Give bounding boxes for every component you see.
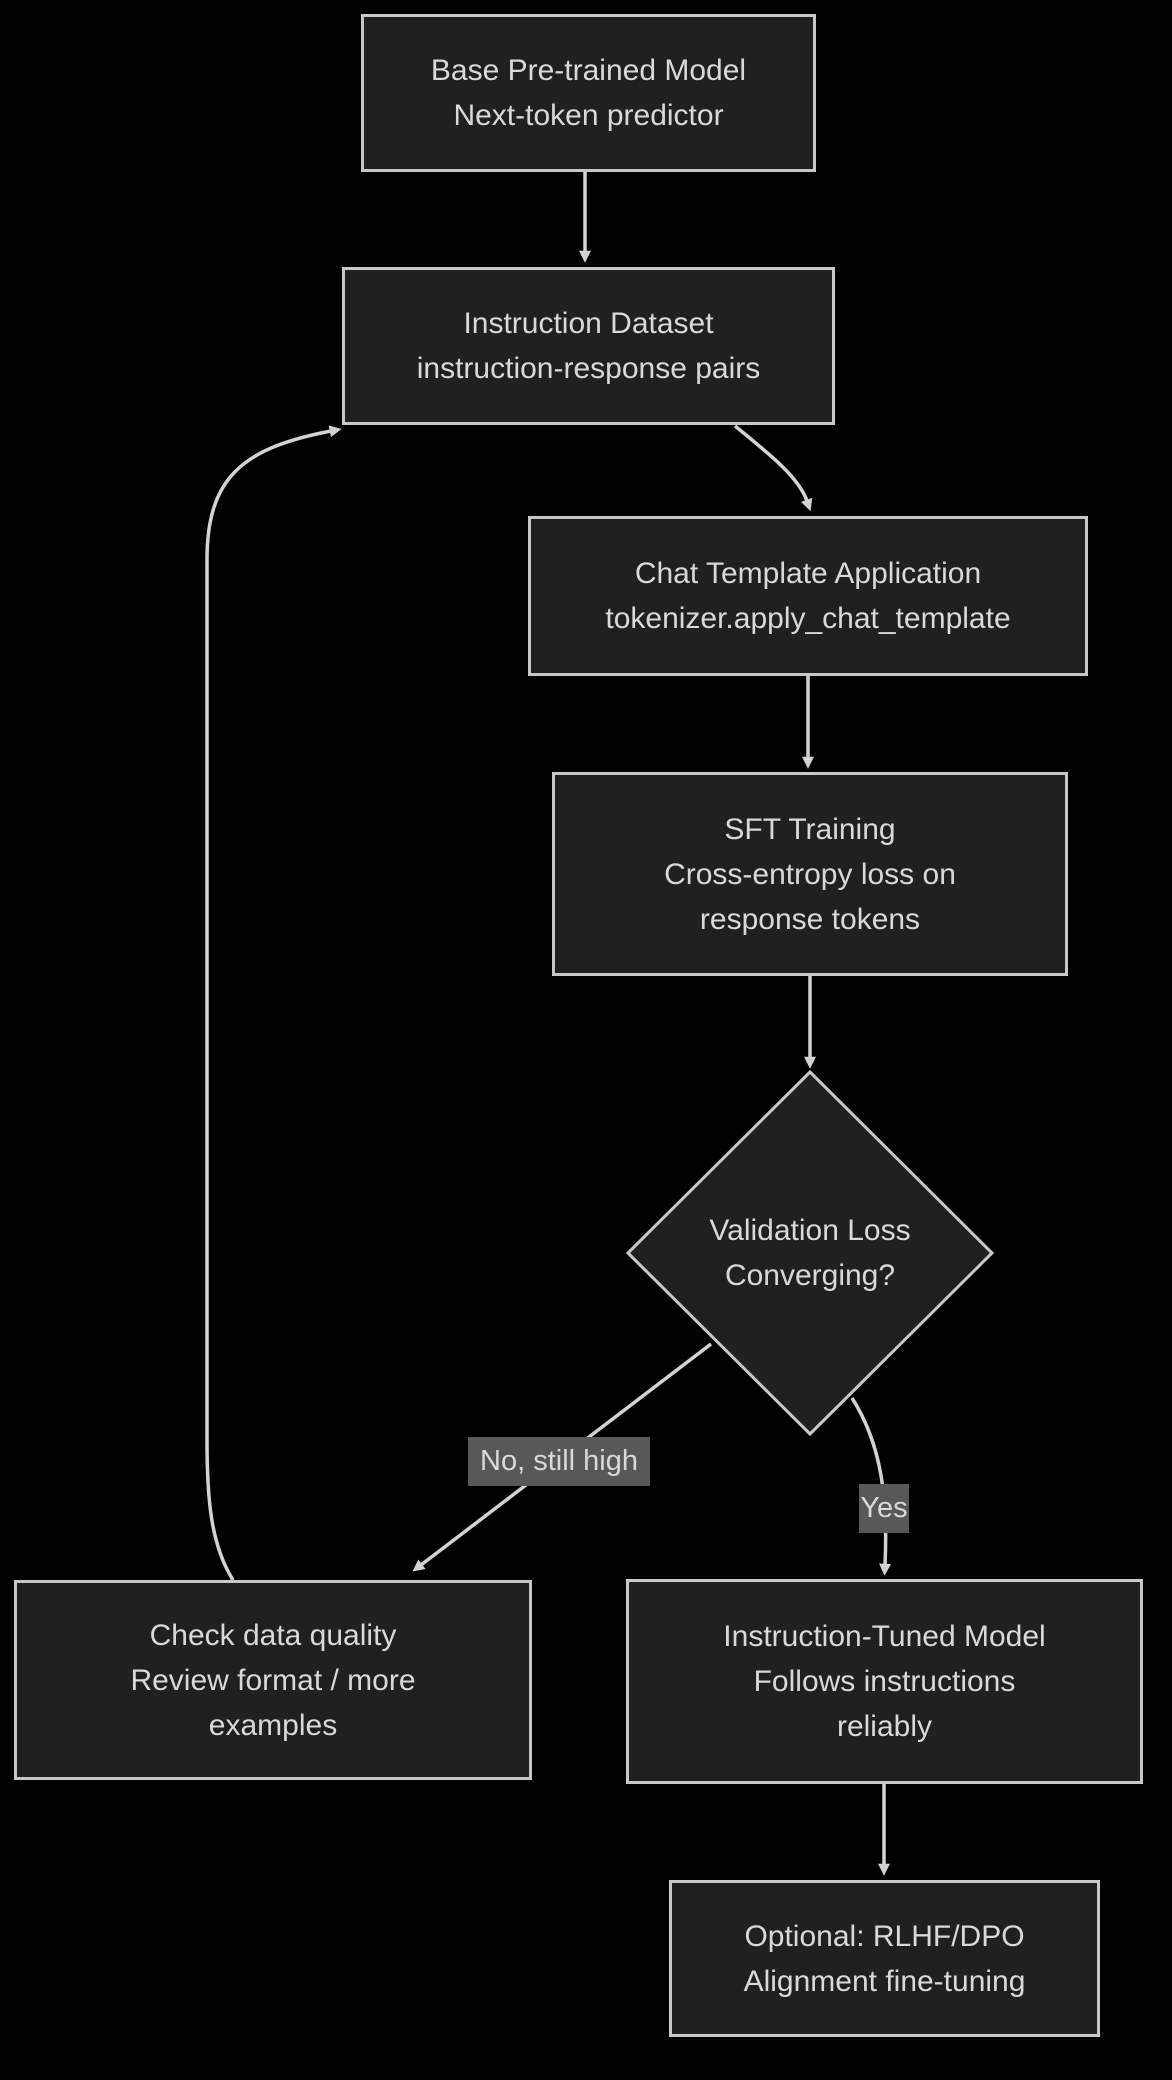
node-optional-rlhf-dpo: Optional: RLHF/DPO Alignment fine-tuning xyxy=(669,1880,1100,2037)
node-instruction-dataset: Instruction Dataset instruction-response… xyxy=(342,267,835,425)
node-line: Chat Template Application xyxy=(634,557,982,590)
node-line: Optional: RLHF/DPO xyxy=(744,1919,1025,1953)
node-line: Check data quality xyxy=(149,1618,397,1652)
node-line: Review format / more xyxy=(130,1663,416,1697)
node-instruction-tuned-model: Instruction-Tuned Model Follows instruct… xyxy=(626,1579,1143,1784)
node-line: instruction-response pairs xyxy=(416,352,761,385)
node-line: examples xyxy=(208,1708,338,1742)
node-base-pretrained-model: Base Pre-trained Model Next-token predic… xyxy=(361,14,816,172)
node-line: response tokens xyxy=(699,902,921,936)
node-validation-decision-text: Validation Loss Converging? xyxy=(628,1153,992,1353)
edge-label-yes: Yes xyxy=(859,1484,909,1533)
edge-dataset-to-template xyxy=(733,424,813,512)
edge-decision-to-tuned-yes xyxy=(850,1397,892,1576)
node-line: Base Pre-trained Model xyxy=(430,54,747,87)
node-line: Cross-entropy loss on xyxy=(664,857,956,891)
node-sft-training: SFT Training Cross-entropy loss on respo… xyxy=(552,772,1068,976)
node-line: reliably xyxy=(836,1710,933,1743)
node-line: tokenizer.apply_chat_template xyxy=(605,602,1011,635)
node-line: Validation Loss xyxy=(709,1214,911,1247)
node-line: Alignment fine-tuning xyxy=(743,1964,1026,1998)
node-line: SFT Training xyxy=(724,812,896,846)
node-chat-template-application: Chat Template Application tokenizer.appl… xyxy=(528,516,1088,676)
edge-check-to-dataset-loop xyxy=(205,425,342,1581)
node-validation-decision-diamond xyxy=(625,1069,995,1437)
node-line: Follows instructions xyxy=(753,1665,1016,1698)
edge-label-no: No, still high xyxy=(468,1437,650,1486)
node-line: Converging? xyxy=(724,1259,896,1292)
node-line: Instruction Dataset xyxy=(463,307,714,340)
node-line: Next-token predictor xyxy=(453,99,724,132)
node-check-data-quality: Check data quality Review format / more … xyxy=(14,1580,532,1780)
node-line: Instruction-Tuned Model xyxy=(723,1620,1046,1653)
